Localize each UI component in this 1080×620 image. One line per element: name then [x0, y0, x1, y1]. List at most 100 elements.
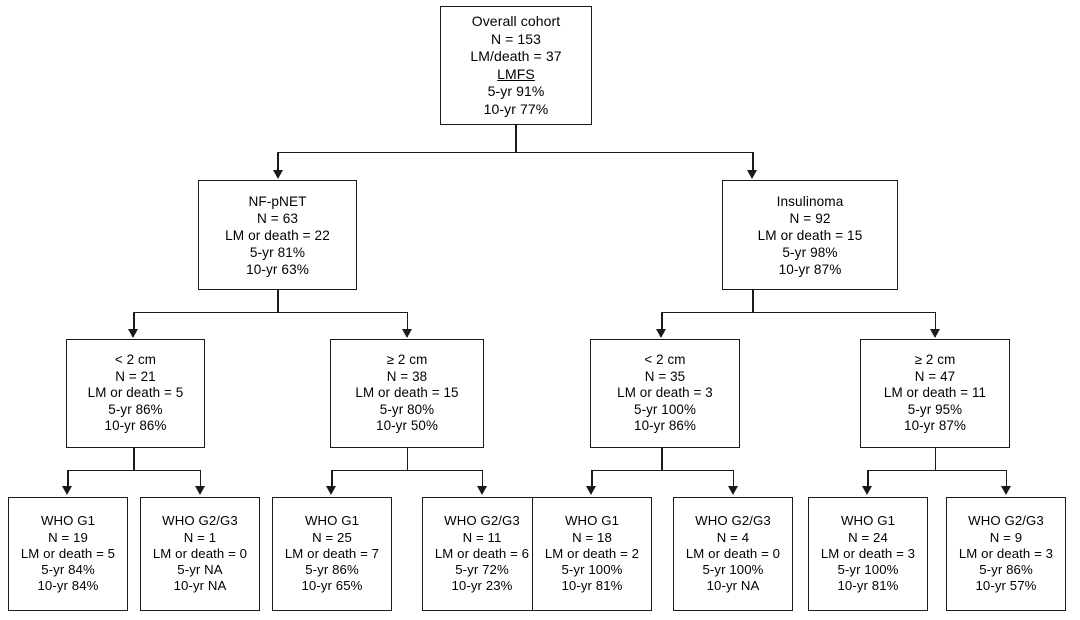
- node-survival-10yr: 10-yr NA: [706, 578, 760, 594]
- node-survival-10yr: 10-yr 87%: [904, 418, 966, 434]
- node-label: WHO G1: [304, 513, 360, 529]
- node-n: N = 63: [256, 210, 299, 226]
- node-nf-small-who-g2-g3[interactable]: WHO G2/G3 N = 1 LM or death = 0 5-yr NA …: [140, 497, 260, 611]
- node-ins-small-who-g1[interactable]: WHO G1 N = 18 LM or death = 2 5-yr 100% …: [532, 497, 652, 611]
- node-label: WHO G2/G3: [162, 513, 238, 529]
- node-survival-10yr: 10-yr 86%: [634, 418, 696, 434]
- connector-inssmall-stem: [661, 448, 663, 470]
- node-events: LM or death = 3: [617, 385, 713, 401]
- node-label: WHO G2/G3: [968, 513, 1044, 529]
- node-survival-10yr: 10-yr 86%: [104, 418, 167, 434]
- node-survival-5yr: 5-yr 100%: [634, 401, 696, 417]
- arrow-to-ins-small: [656, 329, 667, 338]
- node-n: N = 38: [386, 368, 428, 384]
- arrow-to-nf-large-g1: [326, 486, 337, 495]
- node-label: ≥ 2 cm: [386, 352, 428, 368]
- node-events: LM or death = 0: [152, 545, 248, 561]
- node-n: N = 19: [48, 529, 88, 545]
- node-label: ≥ 2 cm: [914, 352, 956, 368]
- node-survival-5yr: 5-yr 95%: [907, 401, 963, 417]
- node-n: N = 9: [989, 529, 1023, 545]
- node-events: LM or death = 2: [544, 545, 640, 561]
- node-label: WHO G1: [564, 513, 620, 529]
- node-events: LM or death = 15: [757, 227, 863, 243]
- node-n: N = 92: [789, 210, 831, 226]
- node-events: LM or death = 6: [434, 545, 530, 561]
- node-label: WHO G2/G3: [444, 513, 520, 529]
- node-n: N = 4: [716, 529, 750, 545]
- node-n: N = 18: [572, 529, 612, 545]
- node-survival-5yr: 5-yr NA: [177, 562, 223, 578]
- node-nf-large-who-g1[interactable]: WHO G1 N = 25 LM or death = 7 5-yr 86% 1…: [272, 497, 392, 611]
- node-ins-large-who-g2-g3[interactable]: WHO G2/G3 N = 9 LM or death = 3 5-yr 86%…: [946, 497, 1066, 611]
- node-events: LM or death = 15: [355, 385, 459, 401]
- node-survival-10yr: 10-yr 57%: [975, 578, 1037, 594]
- node-survival-10yr: 10-yr 23%: [451, 578, 513, 594]
- node-survival-5yr: 5-yr 86%: [979, 562, 1033, 578]
- node-n: N = 47: [914, 368, 956, 384]
- node-ins-large-who-g1[interactable]: WHO G1 N = 24 LM or death = 3 5-yr 100% …: [808, 497, 928, 611]
- arrow-to-nf-large-g23: [476, 486, 487, 495]
- node-n: N = 24: [848, 529, 888, 545]
- node-n: N = 35: [644, 368, 686, 384]
- node-n: N = 21: [115, 368, 156, 384]
- node-nf-pnet[interactable]: NF-pNET N = 63 LM or death = 22 5-yr 81%…: [198, 180, 357, 290]
- arrow-to-nf-small-g23: [194, 486, 205, 495]
- node-survival-5yr: 5-yr 100%: [702, 562, 764, 578]
- arrow-to-ins-small-g1: [586, 486, 597, 495]
- node-insulinoma-under-2cm[interactable]: < 2 cm N = 35 LM or death = 3 5-yr 100% …: [590, 339, 740, 448]
- connector-root-to-insulinoma: [752, 151, 754, 174]
- node-label: NF-pNET: [248, 193, 307, 209]
- arrow-to-ins-small-g23: [727, 486, 738, 495]
- node-survival-10yr: 10-yr 63%: [246, 261, 309, 277]
- node-label: < 2 cm: [644, 352, 686, 368]
- connector-insulinoma-bus: [661, 311, 936, 314]
- node-survival-5yr: 5-yr 98%: [782, 244, 838, 260]
- arrow-to-ins-large-g23: [1000, 486, 1011, 495]
- node-nf-large-who-g2-g3[interactable]: WHO G2/G3 N = 11 LM or death = 6 5-yr 72…: [422, 497, 542, 611]
- node-survival-10yr: 10-yr 81%: [561, 578, 623, 594]
- connector-inslarge-stem: [934, 448, 937, 470]
- node-survival-10yr: 10-yr 65%: [301, 578, 363, 594]
- node-label: Insulinoma: [776, 193, 844, 209]
- connector-insulinoma-to-large: [934, 311, 937, 332]
- node-events: LM or death = 11: [883, 385, 987, 401]
- node-nfpnet-over-2cm[interactable]: ≥ 2 cm N = 38 LM or death = 15 5-yr 80% …: [330, 339, 484, 448]
- connector-nflarge-bus: [331, 469, 483, 472]
- node-n: N = 153: [490, 30, 542, 47]
- node-survival-5yr: 5-yr 86%: [108, 401, 163, 417]
- node-nfpnet-under-2cm[interactable]: < 2 cm N = 21 LM or death = 5 5-yr 86% 1…: [66, 339, 205, 448]
- node-survival-5yr: 5-yr 80%: [379, 401, 435, 417]
- node-events: LM or death = 3: [820, 545, 916, 561]
- node-events: LM or death = 0: [685, 545, 781, 561]
- node-insulinoma-over-2cm[interactable]: ≥ 2 cm N = 47 LM or death = 11 5-yr 95% …: [860, 339, 1010, 448]
- connector-nfpnet-to-small: [133, 311, 135, 332]
- connector-insulinoma-stem: [752, 290, 754, 312]
- node-survival-10yr: 10-yr 81%: [837, 578, 899, 594]
- node-overall-cohort[interactable]: Overall cohort N = 153 LM/death = 37 LMF…: [440, 6, 592, 125]
- arrow-to-nf-small: [128, 329, 139, 338]
- node-insulinoma[interactable]: Insulinoma N = 92 LM or death = 15 5-yr …: [722, 180, 898, 290]
- arrow-to-nf-small-g1: [62, 486, 73, 495]
- node-ins-small-who-g2-g3[interactable]: WHO G2/G3 N = 4 LM or death = 0 5-yr 100…: [673, 497, 793, 611]
- node-survival-10yr: 10-yr 84%: [37, 578, 99, 594]
- connector-nfpnet-stem: [277, 290, 279, 312]
- node-n: N = 11: [462, 529, 502, 545]
- connector-nfpnet-bus: [133, 311, 408, 314]
- arrow-to-nf-large: [401, 329, 412, 338]
- node-label: < 2 cm: [114, 352, 157, 368]
- connector-root-stem: [515, 125, 517, 153]
- node-survival-5yr: 5-yr 86%: [305, 562, 359, 578]
- node-survival-5yr: 5-yr 84%: [41, 562, 95, 578]
- node-survival-10yr: 10-yr NA: [173, 578, 227, 594]
- connector-nfsmall-to-g23: [199, 469, 202, 489]
- node-label: WHO G2/G3: [695, 513, 771, 529]
- node-nf-small-who-g1[interactable]: WHO G1 N = 19 LM or death = 5 5-yr 84% 1…: [8, 497, 128, 611]
- node-label: WHO G1: [840, 513, 896, 529]
- node-events: LM or death = 3: [958, 545, 1054, 561]
- connector-insulinoma-to-small: [661, 311, 663, 332]
- connector-nfsmall-stem: [133, 448, 135, 470]
- node-events: LM or death = 5: [87, 385, 184, 401]
- connector-nfpnet-to-large: [406, 311, 409, 332]
